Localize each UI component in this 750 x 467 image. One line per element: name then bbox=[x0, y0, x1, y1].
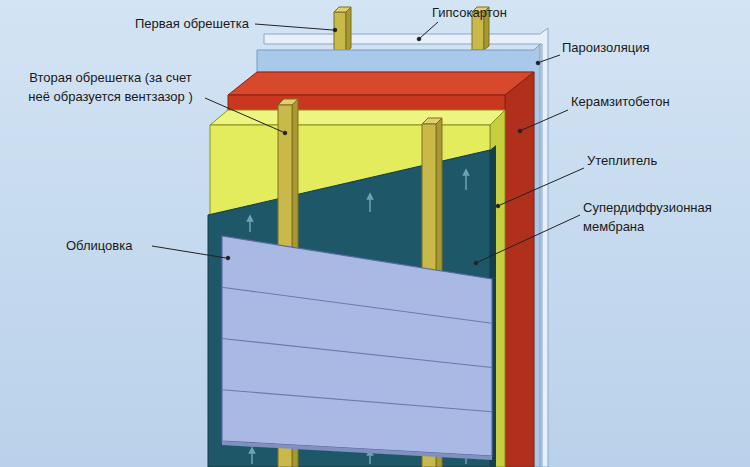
drawing-part bbox=[222, 236, 492, 456]
drawing-part bbox=[465, 172, 467, 190]
drawing-part bbox=[420, 22, 438, 38]
superdiffusion-membrane bbox=[208, 145, 496, 467]
leader-lines bbox=[152, 22, 584, 265]
drawing-part bbox=[152, 246, 226, 258]
drawing-part bbox=[226, 256, 230, 260]
board-seam bbox=[222, 287, 492, 323]
part-label: Керамзитобетон bbox=[571, 92, 701, 111]
drawing-part bbox=[228, 72, 534, 95]
drawing-part bbox=[474, 261, 478, 265]
part-label: Утеплитель bbox=[587, 151, 697, 170]
drawing-part bbox=[283, 131, 287, 135]
drawing-part bbox=[369, 452, 371, 464]
drawing-part bbox=[210, 110, 505, 125]
drawing-part bbox=[255, 24, 333, 30]
part-label: Супердиффузионная мембрана bbox=[583, 198, 741, 236]
drawing-part bbox=[500, 168, 584, 205]
drawing-part bbox=[251, 450, 253, 464]
drawing-part bbox=[540, 55, 560, 62]
drawing-part bbox=[536, 61, 540, 65]
part-label: Пароизоляция bbox=[562, 38, 682, 57]
drawing-part bbox=[333, 28, 337, 32]
part-label: Вторая обрешетка (за счет неё образуется… bbox=[18, 68, 203, 106]
drawing-part bbox=[346, 7, 351, 52]
drawing-part bbox=[334, 12, 346, 52]
cladding bbox=[222, 236, 492, 460]
board-seam bbox=[222, 339, 492, 368]
part-label: Первая обрешетка bbox=[135, 14, 253, 33]
board-seam bbox=[222, 390, 492, 412]
drawing-part bbox=[249, 218, 251, 232]
drawing-part bbox=[369, 196, 371, 212]
drawing-part bbox=[522, 110, 568, 130]
drawing-part bbox=[222, 287, 492, 412]
drawing-part bbox=[222, 441, 492, 460]
drawing-part bbox=[417, 37, 421, 41]
part-label: Облицовка bbox=[66, 236, 166, 255]
drawing-part bbox=[205, 98, 283, 132]
drawing-part bbox=[478, 215, 580, 262]
drawing-part bbox=[496, 204, 500, 208]
drawing-part bbox=[518, 129, 522, 133]
part-label: Гипсокартон bbox=[432, 3, 542, 22]
drawing-part bbox=[505, 72, 534, 467]
